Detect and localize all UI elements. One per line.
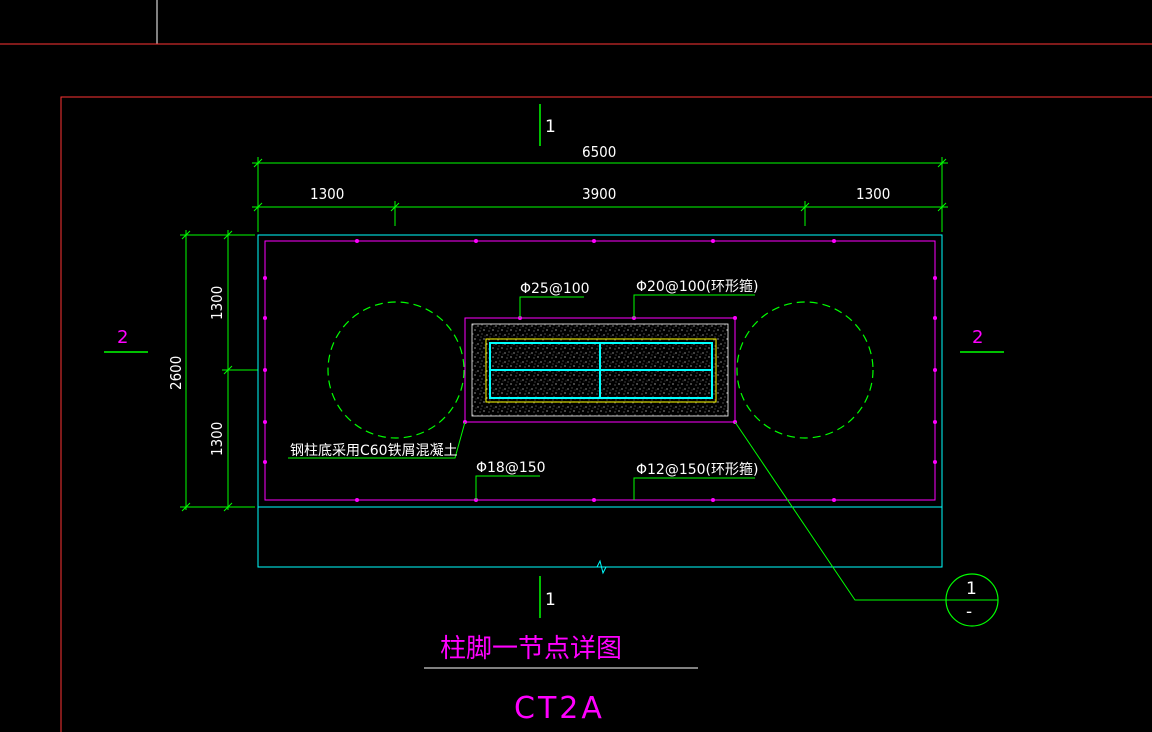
dim-lower-height: 1300 <box>208 422 226 456</box>
label-top-stirrup: Φ20@100(环形箍) <box>636 278 758 295</box>
dim-overall-height: 2600 <box>167 356 185 390</box>
label-bottom-stirrup: Φ12@150(环形箍) <box>636 461 758 478</box>
rebar-dots <box>263 239 937 502</box>
dim-right-segment: 1300 <box>856 185 890 203</box>
section-mark-right: 2 <box>972 327 983 348</box>
steel-column-outline <box>485 338 717 403</box>
pile-left <box>327 301 465 439</box>
dim-left-segment: 1300 <box>310 185 344 203</box>
label-bottom-main-rebar: Φ18@150 <box>476 460 546 476</box>
break-line <box>590 559 612 575</box>
drawing-border <box>60 96 1152 732</box>
dimension-vertical <box>180 230 258 512</box>
drawing-code: CT2A <box>514 691 605 726</box>
section-mark-bottom: 1 <box>545 590 556 610</box>
dimension-horizontal <box>252 157 948 232</box>
column-base-outer <box>464 317 736 423</box>
foundation-outline <box>257 234 943 508</box>
leader-lines <box>288 294 946 601</box>
drawing-title: 柱脚一节点详图 <box>440 634 622 664</box>
dim-middle-segment: 3900 <box>582 185 616 203</box>
pile-right <box>736 301 874 439</box>
dim-overall-width: 6500 <box>582 143 616 161</box>
label-top-main-rebar: Φ25@100 <box>520 281 590 297</box>
foundation-elevation <box>257 507 943 568</box>
detail-callout-number: 1 <box>966 579 977 599</box>
label-concrete-note: 钢柱底采用C60铁屑混凝土 <box>290 443 458 459</box>
dim-upper-height: 1300 <box>208 286 226 320</box>
section-mark-left: 2 <box>117 327 128 348</box>
section-mark-top: 1 <box>545 117 556 137</box>
detail-callout-sheet: - <box>966 602 972 622</box>
